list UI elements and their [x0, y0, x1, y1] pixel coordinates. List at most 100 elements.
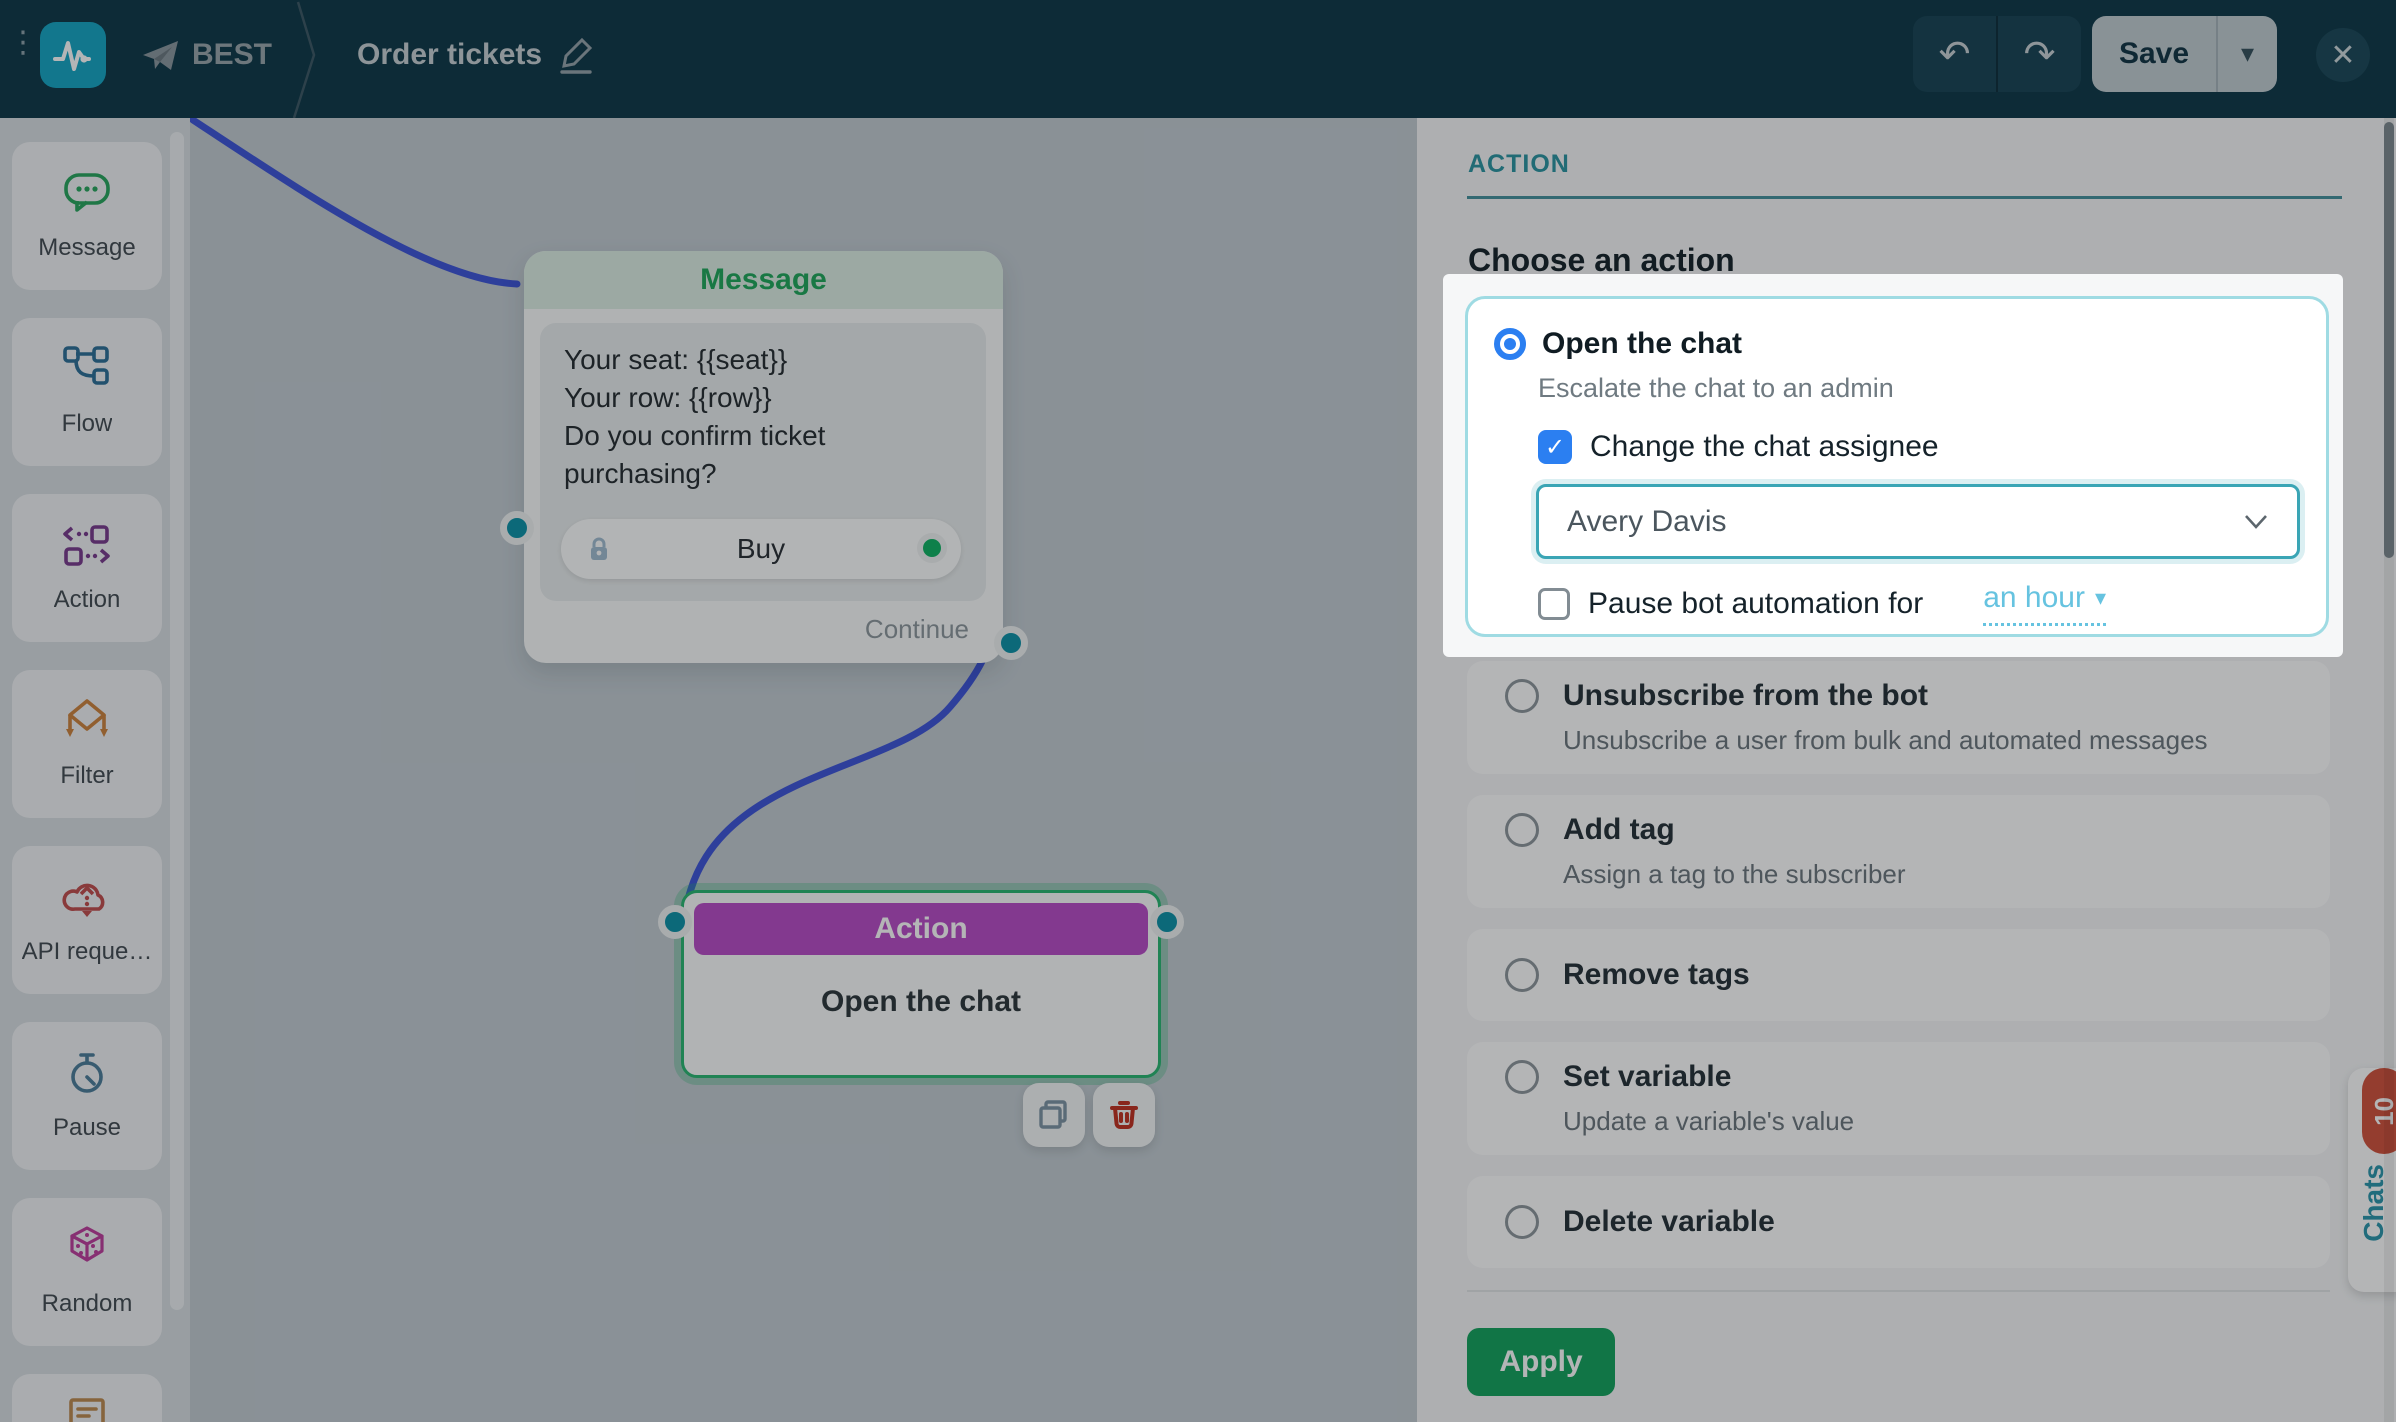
history-buttons: ↶ ↷: [1913, 16, 2081, 92]
checkmark-icon: ✓: [1545, 433, 1565, 462]
action-node-body: Open the chat: [684, 985, 1158, 1019]
dice-icon: [61, 1222, 113, 1276]
buy-button-label: Buy: [737, 533, 785, 565]
continue-output-port[interactable]: [994, 626, 1028, 660]
message-input-port[interactable]: [500, 511, 534, 545]
pause-checkbox[interactable]: [1538, 588, 1570, 620]
stopwatch-icon: [61, 1046, 113, 1100]
option-unsubscribe[interactable]: Unsubscribe from the bot Unsubscribe a u…: [1467, 661, 2330, 774]
sidebar-item-pause[interactable]: Pause: [12, 1022, 162, 1170]
apply-button[interactable]: Apply: [1467, 1328, 1615, 1396]
undo-icon: ↶: [1939, 32, 1971, 76]
sidebar-item-flow[interactable]: Flow: [12, 318, 162, 466]
delete-node-button[interactable]: [1093, 1083, 1155, 1147]
breadcrumb-separator: [282, 0, 322, 118]
action-input-port[interactable]: [658, 905, 692, 939]
spotlight-region: Open the chat Escalate the chat to an ad…: [1443, 274, 2343, 657]
radio-set-variable[interactable]: [1505, 1060, 1539, 1094]
buy-button[interactable]: Buy: [561, 519, 961, 579]
radio-remove-tags[interactable]: [1505, 958, 1539, 992]
close-button[interactable]: ✕: [2316, 28, 2370, 82]
option-open-the-chat[interactable]: Open the chat Escalate the chat to an ad…: [1465, 296, 2329, 637]
select-chevron-icon: [2243, 513, 2269, 531]
sidebar-item-random[interactable]: Random: [12, 1198, 162, 1346]
copy-icon: [1034, 1095, 1074, 1135]
message-line: Your seat: {{seat}}: [564, 341, 962, 379]
message-bubble-icon: [61, 166, 113, 220]
sidebar-item-label: API reque…: [22, 938, 153, 966]
action-node[interactable]: Action Open the chat: [681, 890, 1161, 1078]
flow-title: Order tickets: [357, 38, 542, 72]
option-description: Unsubscribe a user from bulk and automat…: [1467, 713, 2330, 756]
sidebar-item-more[interactable]: [12, 1374, 162, 1422]
option-label: Open the chat: [1542, 327, 1742, 361]
option-delete-variable[interactable]: Delete variable: [1467, 1176, 2330, 1268]
save-split-button: Save ▾: [2092, 16, 2277, 92]
panel-heading-rule: [1467, 196, 2342, 199]
sidebar-item-label: Random: [42, 1290, 133, 1318]
telegram-icon: [141, 38, 181, 74]
message-line: Your row: {{row}}: [564, 379, 962, 417]
lock-icon: [583, 533, 615, 565]
bot-name[interactable]: BEST: [192, 38, 272, 72]
action-node-title: Action: [694, 903, 1148, 955]
option-label: Remove tags: [1563, 958, 1750, 992]
flow-icon: [61, 342, 113, 396]
caret-down-icon: ▾: [2095, 586, 2106, 611]
rename-flow-button[interactable]: [560, 36, 594, 76]
action-icon: [61, 518, 113, 572]
option-label: Unsubscribe from the bot: [1563, 679, 1928, 713]
top-toolbar: ⋮ BEST Order tickets ↶ ↷ Save ▾ ✕: [0, 0, 2396, 118]
sidebar-item-label: Filter: [60, 762, 113, 790]
sidebar-item-label: Flow: [62, 410, 113, 438]
assignee-checkbox-label: Change the chat assignee: [1590, 430, 1939, 464]
app-logo: [40, 22, 106, 88]
api-cloud-icon: [61, 870, 113, 924]
sidebar-scrollbar[interactable]: [170, 132, 184, 1310]
assignee-select[interactable]: Avery Davis: [1536, 484, 2300, 559]
form-icon: [61, 1396, 113, 1422]
pause-checkbox-label: Pause bot automation for: [1588, 587, 1923, 621]
message-line: Do you confirm ticket purchasing?: [564, 417, 962, 493]
assignee-select-value: Avery Davis: [1567, 505, 2243, 539]
sidebar-item-label: Action: [54, 586, 121, 614]
action-output-port[interactable]: [1150, 905, 1184, 939]
message-node[interactable]: Message Your seat: {{seat}} Your row: {{…: [524, 251, 1003, 663]
blocks-sidebar: Message Flow Action Filter API reque…: [0, 118, 190, 1422]
option-set-variable[interactable]: Set variable Update a variable's value: [1467, 1042, 2330, 1155]
sidebar-item-action[interactable]: Action: [12, 494, 162, 642]
sidebar-item-filter[interactable]: Filter: [12, 670, 162, 818]
trash-icon: [1104, 1095, 1144, 1135]
panel-divider: [1467, 1290, 2330, 1292]
sidebar-item-label: Message: [38, 234, 135, 262]
duplicate-node-button[interactable]: [1023, 1083, 1085, 1147]
radio-unsubscribe[interactable]: [1505, 679, 1539, 713]
undo-button[interactable]: ↶: [1913, 16, 1998, 92]
option-add-tag[interactable]: Add tag Assign a tag to the subscriber: [1467, 795, 2330, 908]
drag-grip-icon[interactable]: ⋮: [8, 34, 28, 51]
pause-duration-link[interactable]: an hour ▾: [1983, 581, 2106, 626]
sidebar-item-message[interactable]: Message: [12, 142, 162, 290]
radio-open-the-chat[interactable]: [1494, 328, 1526, 360]
option-description: Assign a tag to the subscriber: [1467, 847, 2330, 890]
option-description: Escalate the chat to an admin: [1468, 361, 2326, 404]
panel-scrollbar-thumb[interactable]: [2384, 122, 2394, 558]
sidebar-item-api-request[interactable]: API reque…: [12, 846, 162, 994]
pause-duration-value: an hour: [1983, 581, 2085, 615]
option-label: Delete variable: [1563, 1205, 1775, 1239]
radio-delete-variable[interactable]: [1505, 1205, 1539, 1239]
filter-icon: [61, 694, 113, 748]
assignee-checkbox[interactable]: ✓: [1538, 430, 1572, 464]
panel-heading: ACTION: [1468, 150, 1570, 179]
message-node-body: Your seat: {{seat}} Your row: {{row}} Do…: [540, 323, 986, 601]
radio-add-tag[interactable]: [1505, 813, 1539, 847]
redo-icon: ↷: [2024, 32, 2056, 76]
save-button[interactable]: Save: [2092, 16, 2216, 92]
buy-output-port[interactable]: [917, 533, 947, 563]
continue-label: Continue: [865, 614, 969, 645]
option-remove-tags[interactable]: Remove tags: [1467, 929, 2330, 1021]
save-options-button[interactable]: ▾: [2216, 16, 2277, 92]
redo-button[interactable]: ↷: [1998, 16, 2081, 92]
logo-pulse-icon: [51, 33, 95, 77]
